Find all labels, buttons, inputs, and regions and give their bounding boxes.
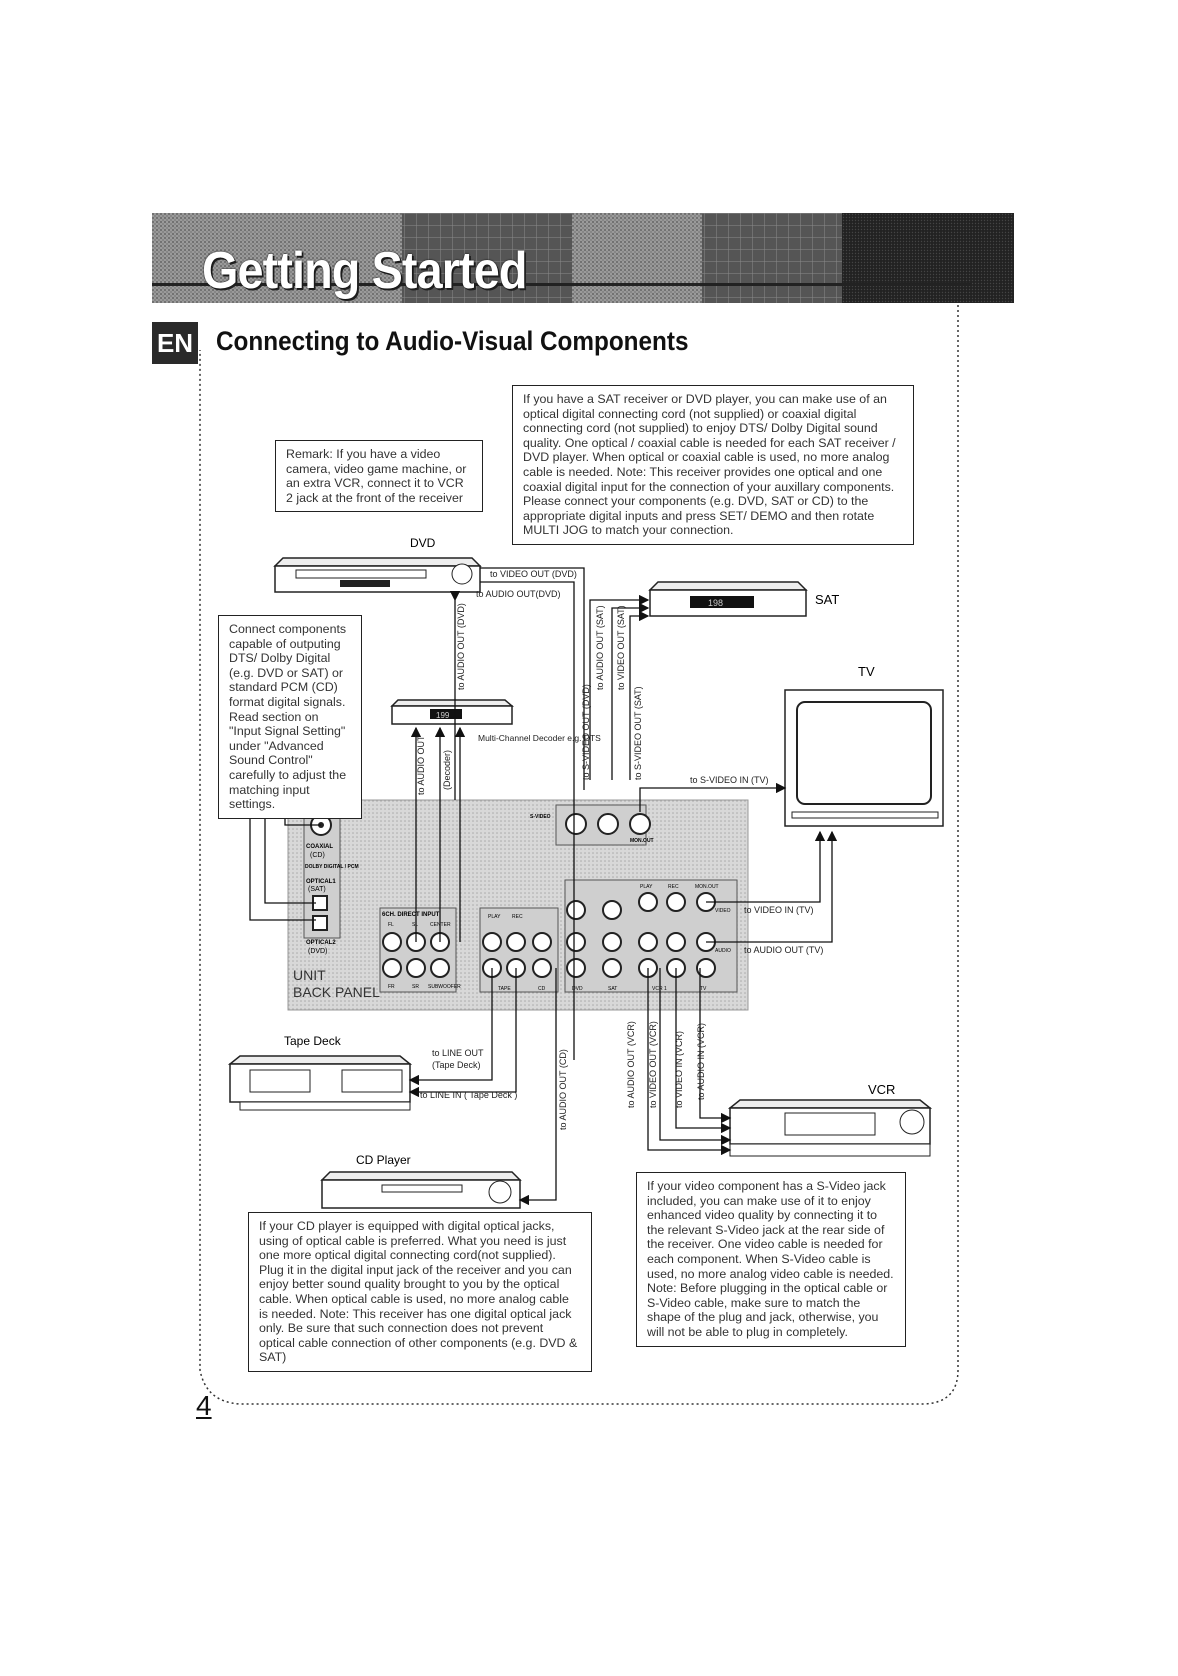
mon-out-label: MON.OUT <box>630 838 654 844</box>
sat-dvd-note: If you have a SAT receiver or DVD player… <box>512 385 914 545</box>
language-badge: EN <box>152 322 198 364</box>
svg-text:SUBWOOFER: SUBWOOFER <box>428 984 461 990</box>
cd-player: CD Player <box>320 1153 522 1209</box>
vcr: VCR <box>727 1082 933 1157</box>
decoder-label-text: Multi-Channel Decoder e.g. DTS <box>478 733 601 743</box>
line-out-tape-label-2: (Tape Deck) <box>432 1060 481 1070</box>
svg-text:FR: FR <box>388 984 395 990</box>
svg-text:PLAY: PLAY <box>488 914 501 920</box>
line-out-tape-label: to LINE OUT <box>432 1048 484 1058</box>
sat-label: SAT <box>815 592 839 607</box>
audio-out-sat-label: to AUDIO OUT (SAT) <box>595 605 605 690</box>
line-in-tape-label: to LINE IN ( Tape Deck ) <box>420 1090 517 1100</box>
panel-dvd-label: DVD <box>572 986 583 992</box>
header-banner: Getting Started <box>152 213 1014 303</box>
coaxial-label: COAXIAL <box>306 844 333 850</box>
panel-tv-label: TV <box>700 986 707 992</box>
video-in-vcr-label: to VIDEO IN (VCR) <box>674 1031 684 1108</box>
coaxial-cd-label: (CD) <box>310 852 325 859</box>
tape-deck-label: Tape Deck <box>284 1034 342 1048</box>
tv-set: TV <box>784 664 944 827</box>
svideo-label: S-VIDEO <box>530 814 551 820</box>
svg-text:REC: REC <box>668 884 679 890</box>
svg-text:AUDIO: AUDIO <box>715 948 731 954</box>
svg-text:MON.OUT: MON.OUT <box>695 884 719 890</box>
optical1-label: OPTICAL1 <box>306 879 336 885</box>
svg-text:VIDEO: VIDEO <box>715 908 731 914</box>
decoder: 199 <box>390 699 515 725</box>
back-panel-label: BACK PANEL <box>293 984 380 1000</box>
page-title: Getting Started <box>202 242 527 300</box>
cd-label: CD <box>538 986 546 992</box>
svideo-note: If your video component has a S-Video ja… <box>636 1172 906 1347</box>
digital-input-note: Connect components capable of outputing … <box>218 615 362 819</box>
svg-text:SL: SL <box>412 922 418 928</box>
audio-out-dvd-vertical: to AUDIO OUT (DVD) <box>456 603 466 690</box>
svideo-out-dvd-label: to S-VIDEO OUT (DVD) <box>581 684 591 780</box>
decoder-label: Multi-Channel Decoder e.g. DTS <box>478 733 601 743</box>
optical2-label: OPTICAL2 <box>306 940 336 946</box>
audio-out-decoder-label: to AUDIO OUT <box>416 735 426 795</box>
cd-note: If your CD player is equipped with digit… <box>248 1212 592 1372</box>
video-out-vcr-label: to VIDEO OUT (VCR) <box>648 1021 658 1108</box>
sat-receiver: 198 SAT <box>648 581 839 617</box>
unit-label: UNIT <box>293 967 326 983</box>
audio-out-dvd-label: to AUDIO OUT(DVD) <box>476 589 561 599</box>
svideo-out-sat-label: to S-VIDEO OUT (SAT) <box>633 686 643 780</box>
decoder-cable-label: (Decoder) <box>442 750 452 790</box>
dolby-label: DOLBY DIGITAL / PCM <box>305 864 359 870</box>
receiver-back-panel: UNIT BACK PANEL COAXIAL (CD) DOLBY DIGIT… <box>287 799 749 1011</box>
direct-input-jacks <box>382 932 450 978</box>
svg-text:PLAY: PLAY <box>640 884 653 890</box>
direct-input-label: 6CH. DIRECT INPUT <box>382 912 440 918</box>
svg-text:FL: FL <box>388 922 394 928</box>
svg-text:REC: REC <box>512 914 523 920</box>
audio-out-cd-label: to AUDIO OUT (CD) <box>558 1049 568 1130</box>
sat-display: 198 <box>708 598 723 608</box>
av-jacks <box>566 892 716 978</box>
svideo-jacks <box>565 813 651 835</box>
audio-out-tv-label: to AUDIO OUT (TV) <box>744 945 823 955</box>
page-frame <box>199 305 959 1405</box>
decoder-display: 199 <box>436 711 450 720</box>
audio-in-vcr-label: to AUDIO IN (VCR) <box>696 1023 706 1100</box>
banner-background <box>152 213 1014 303</box>
video-out-dvd-label: to VIDEO OUT (DVD) <box>490 569 577 579</box>
audio-out-vcr-label: to AUDIO OUT (VCR) <box>626 1021 636 1108</box>
optical2-dvd-label: (DVD) <box>308 948 327 955</box>
tape-label: TAPE <box>498 986 511 992</box>
cd-player-label: CD Player <box>356 1153 411 1167</box>
section-title: Connecting to Audio-Visual Components <box>216 326 689 356</box>
optical1-sat-label: (SAT) <box>308 886 326 893</box>
video-in-tv-label: to VIDEO IN (TV) <box>744 905 814 915</box>
svg-text:SR: SR <box>412 984 419 990</box>
dvd-label: DVD <box>410 536 436 550</box>
svideo-in-tv-label: to S-VIDEO IN (TV) <box>690 775 769 785</box>
page-number: 4 <box>196 1390 212 1421</box>
video-out-sat-label: to VIDEO OUT (SAT) <box>616 605 626 690</box>
remark-note: Remark: If you have a video camera, vide… <box>275 440 483 513</box>
dvd-player: DVD <box>273 536 482 593</box>
tv-label: TV <box>858 664 875 679</box>
tape-deck: Tape Deck <box>227 1034 413 1111</box>
panel-sat-label: SAT <box>608 986 617 992</box>
vcr-label: VCR <box>868 1082 895 1097</box>
